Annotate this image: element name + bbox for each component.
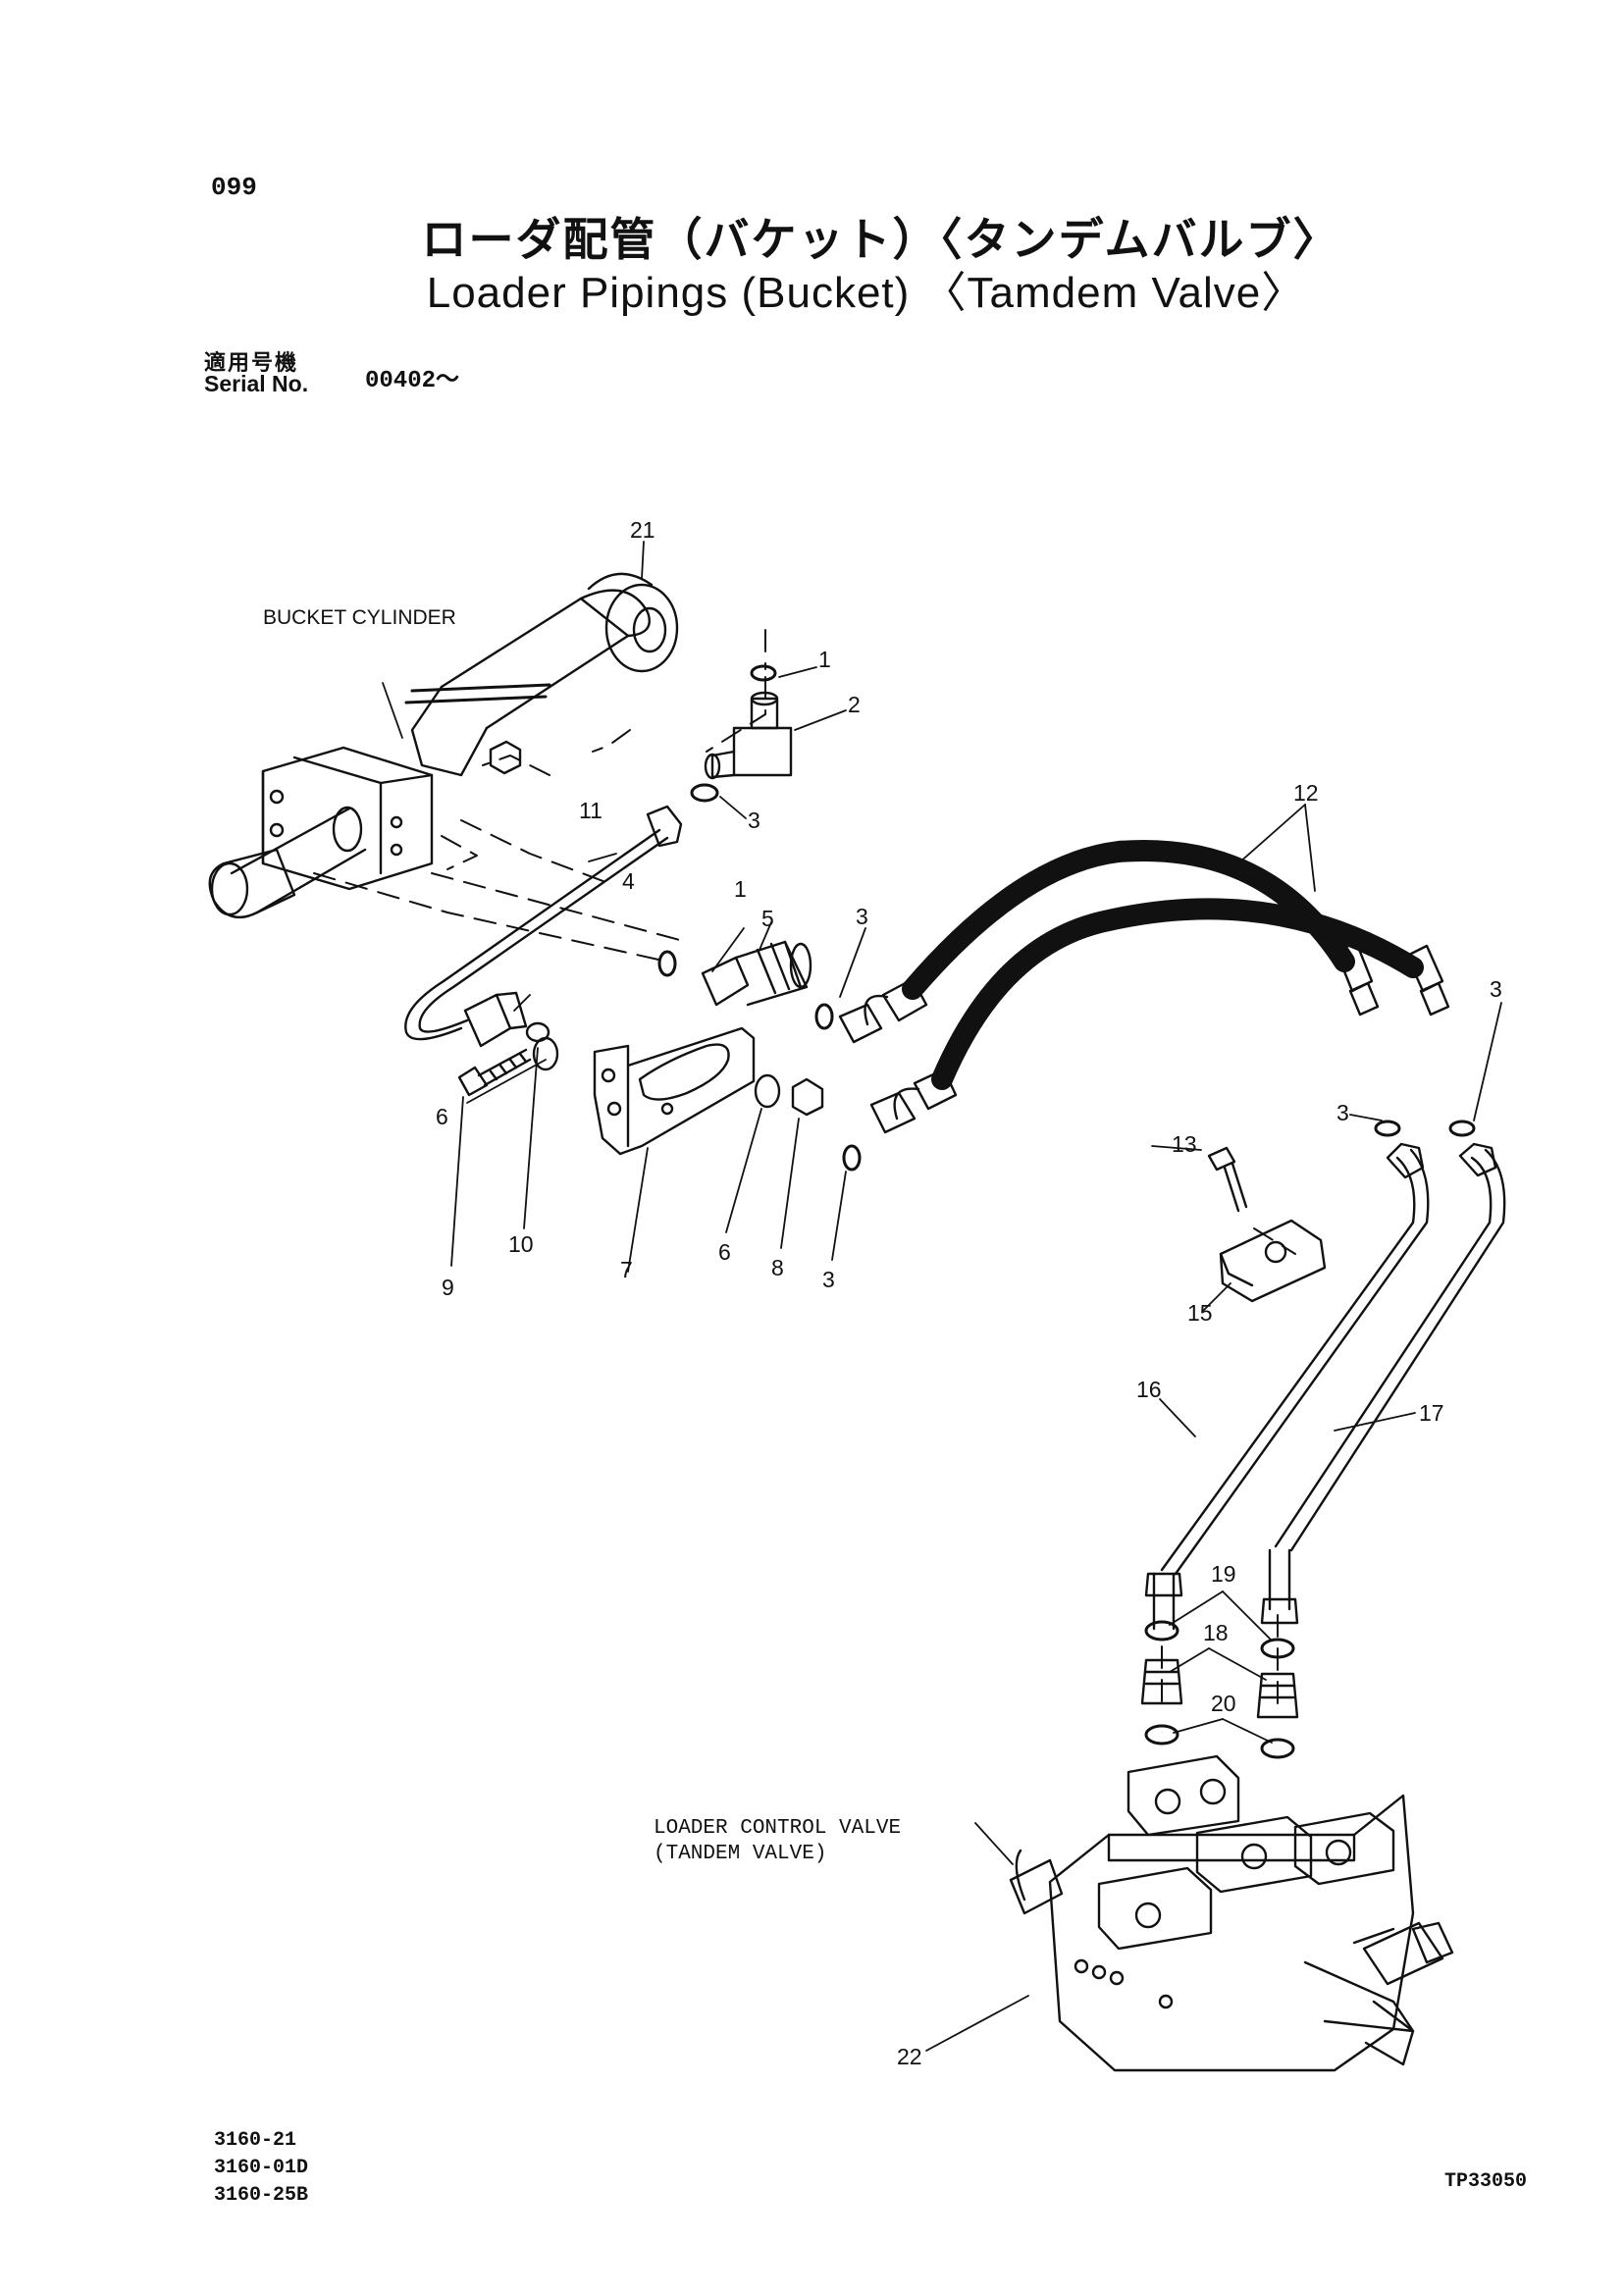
pipe-4 <box>404 805 683 1048</box>
callout-22: 22 <box>897 2044 922 2069</box>
callout-15: 15 <box>1187 1300 1213 1326</box>
bracket-7 <box>593 1026 756 1156</box>
elbow-fitting-2 <box>704 691 793 780</box>
page-title-japanese: ローダ配管（バケット）〈タンデムバルブ〉 <box>421 213 1340 266</box>
callout-8: 8 <box>771 1255 784 1280</box>
footer-code-1: 3160-21 <box>214 2129 297 2152</box>
callout-18: 18 <box>1203 1620 1229 1645</box>
serial-label-english: Serial No. <box>204 371 309 396</box>
callout-13: 13 <box>1172 1131 1197 1157</box>
callout-1-mid: 1 <box>734 876 747 902</box>
pipes-16-17 <box>1144 1142 1506 1631</box>
callout-3-top: 3 <box>748 808 760 833</box>
page-title-english: Loader Pipings (Bucket) 〈Tamdem Valve〉 <box>426 269 1306 317</box>
loader-valve-caption-line1: LOADER CONTROL VALVE <box>654 1817 901 1840</box>
footer-code-2: 3160-01D <box>214 2157 309 2179</box>
callout-19: 19 <box>1211 1561 1236 1587</box>
callout-17: 17 <box>1419 1400 1444 1426</box>
callout-3-right: 3 <box>1490 976 1502 1002</box>
callout-21: 21 <box>630 517 655 543</box>
bucket-cylinder-drawing <box>208 572 679 919</box>
callout-5: 5 <box>761 906 774 931</box>
drawing-code: TP33050 <box>1444 2170 1528 2193</box>
callout-1-top: 1 <box>818 647 831 672</box>
leader-lines <box>382 541 1502 2052</box>
serial-number-value: 00402～ <box>365 368 460 394</box>
callout-6-right: 6 <box>718 1239 731 1265</box>
hose-assemblies-12 <box>838 840 1450 1134</box>
fitting-5 <box>701 940 812 1007</box>
callout-3-right2: 3 <box>1336 1100 1349 1125</box>
page-number: 099 <box>211 173 257 202</box>
callout-numbers: 21 1 2 3 11 4 1 5 3 12 3 3 13 15 16 17 1… <box>436 517 1502 2069</box>
loader-valve-caption-line2: (TANDEM VALVE) <box>654 1843 826 1865</box>
bolt-9 <box>457 1048 532 1097</box>
callout-16: 16 <box>1136 1377 1162 1402</box>
callout-9: 9 <box>442 1275 454 1300</box>
footer-code-3: 3160-25B <box>214 2184 309 2207</box>
callout-4: 4 <box>622 868 635 894</box>
serial-label-japanese: 適用号機 <box>204 351 299 376</box>
bucket-cylinder-caption: BUCKET CYLINDER <box>263 606 456 629</box>
loader-control-valve <box>1009 1754 1454 2072</box>
callout-7: 7 <box>620 1257 633 1282</box>
callout-20: 20 <box>1211 1691 1236 1716</box>
callout-10: 10 <box>508 1231 534 1257</box>
o-rings <box>657 664 1476 1759</box>
callout-3-bottom: 3 <box>822 1267 835 1292</box>
callout-3-mid: 3 <box>856 904 868 929</box>
bolt-13 <box>1207 1146 1248 1213</box>
callout-2: 2 <box>848 692 861 717</box>
callout-6-left: 6 <box>436 1104 448 1129</box>
callout-11: 11 <box>579 798 602 823</box>
callout-12: 12 <box>1293 780 1319 806</box>
clamp-15 <box>1219 1219 1327 1303</box>
adapters-18 <box>1140 1658 1299 1719</box>
